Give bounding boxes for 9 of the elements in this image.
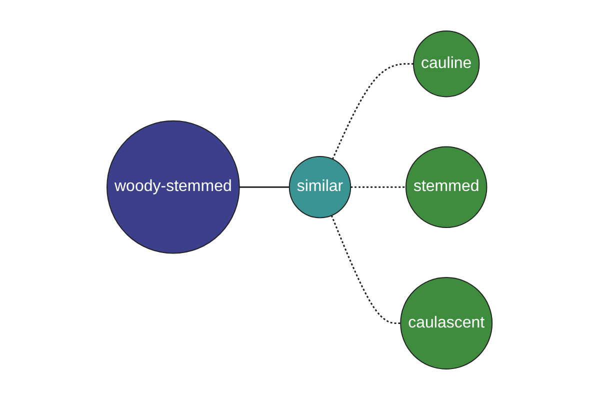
node-circle: stemmed: [406, 146, 488, 228]
node-circle: caulascent: [400, 277, 494, 370]
node-circle: cauline: [413, 30, 480, 98]
node-circle: woody-stemmed: [106, 120, 240, 254]
connector: [240, 186, 290, 188]
connector: [331, 215, 402, 324]
node-circle: similar: [289, 156, 352, 218]
connector: [351, 186, 406, 188]
connector: [332, 63, 414, 160]
